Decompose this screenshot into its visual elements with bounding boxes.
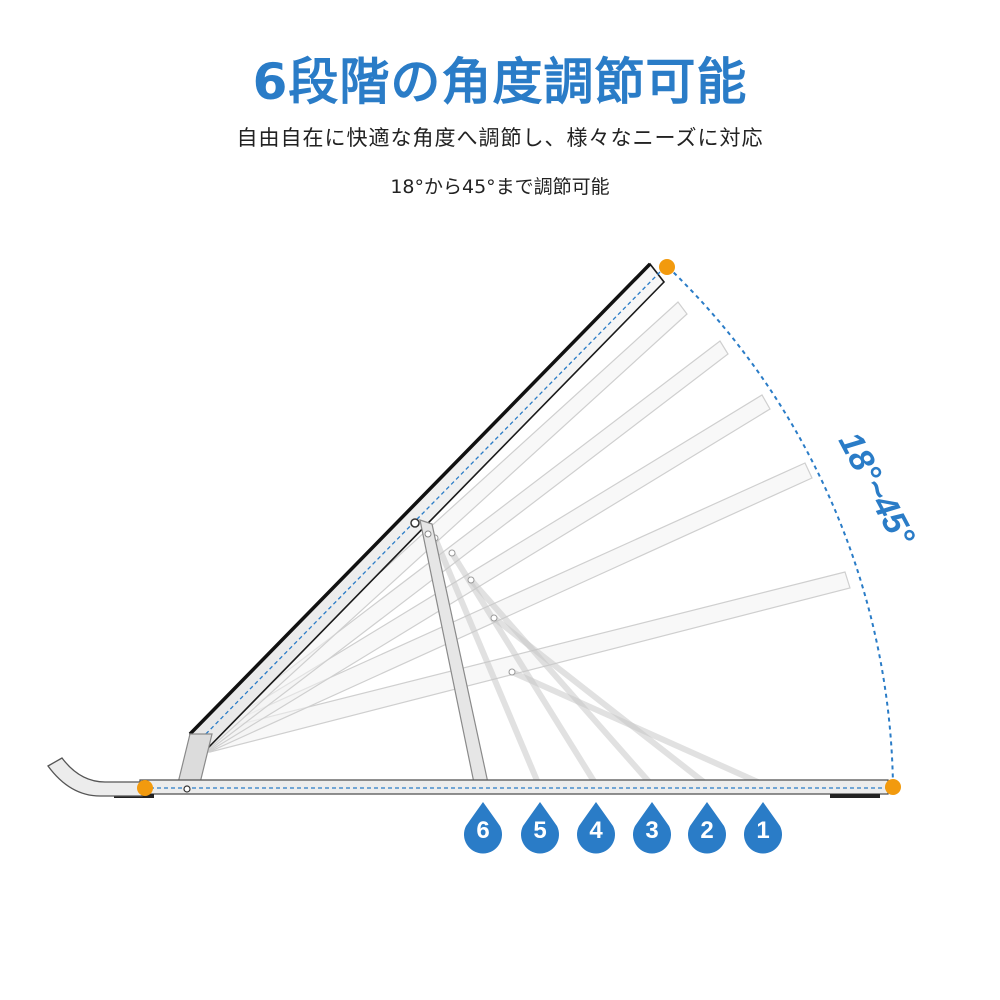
angle-arc <box>667 266 894 788</box>
angle-range-text: 18°から45°まで調節可能 <box>390 176 610 198</box>
level-markers: 6 5 4 3 2 1 <box>464 802 782 854</box>
main-panel-hinge <box>410 518 420 528</box>
level-number: 6 <box>476 817 489 844</box>
leg-level-5 <box>432 535 541 786</box>
faded-legs <box>432 535 763 786</box>
faded-hinge-dots <box>431 534 516 676</box>
base-plate <box>139 779 889 795</box>
faded-panels <box>196 301 851 753</box>
level-marker-6: 6 <box>464 802 502 854</box>
leg-level-3 <box>468 577 653 786</box>
level-marker-4: 4 <box>577 802 615 854</box>
level-number: 2 <box>700 817 713 844</box>
main-panel-dashed-axis <box>195 271 661 745</box>
level-marker-1: 1 <box>744 802 782 854</box>
level-number: 5 <box>533 817 546 844</box>
level-marker-5: 5 <box>521 802 559 854</box>
end-marker <box>885 779 901 795</box>
page-subtitle: 自由自在に快適な角度へ調節し、様々なニーズに対応 <box>236 126 764 150</box>
top-marker <box>659 259 675 275</box>
level-marker-3: 3 <box>633 802 671 854</box>
pivot-marker <box>137 780 153 796</box>
level-marker-2: 2 <box>688 802 726 854</box>
front-lip <box>47 757 143 797</box>
base-foot-right <box>830 794 880 798</box>
level-number: 3 <box>645 817 658 844</box>
level-number: 1 <box>756 817 769 844</box>
hinge-block <box>177 733 213 784</box>
page-title: 6段階の角度調節可能 <box>252 53 748 111</box>
level-number: 4 <box>589 817 603 844</box>
leg-level-4 <box>449 550 598 786</box>
